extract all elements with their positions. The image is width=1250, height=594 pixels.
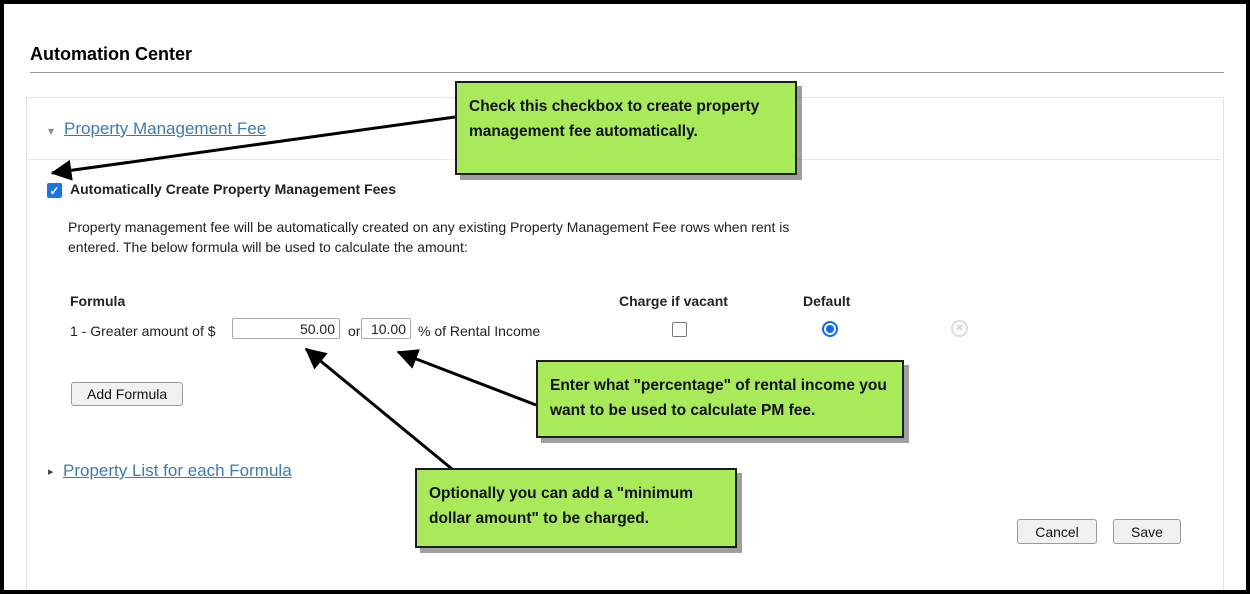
auto-create-checkbox[interactable]: ✓	[47, 183, 62, 198]
title-divider	[30, 72, 1224, 73]
default-column-header: Default	[803, 293, 851, 309]
save-button[interactable]: Save	[1113, 519, 1181, 544]
property-list-section-link[interactable]: Property List for each Formula	[63, 461, 292, 480]
expand-triangle-icon[interactable]: ▸	[48, 466, 54, 478]
formula-row-suffix: % of Rental Income	[418, 323, 541, 339]
formula-column-header: Formula	[70, 293, 126, 309]
collapse-triangle-icon[interactable]: ▾	[48, 124, 55, 138]
charge-if-vacant-column-header: Charge if vacant	[619, 293, 728, 309]
percent-input[interactable]	[361, 318, 411, 339]
callout-percentage: Enter what "percentage" of rental income…	[536, 360, 904, 438]
pm-fee-section-link[interactable]: Property Management Fee	[64, 119, 267, 138]
auto-create-checkbox-label: Automatically Create Property Management…	[70, 181, 396, 197]
checkmark-icon: ✓	[49, 183, 60, 198]
formula-row-conjunction: or	[348, 323, 361, 339]
add-formula-button[interactable]: Add Formula	[71, 382, 184, 406]
callout-minimum-dollar: Optionally you can add a "minimum dollar…	[415, 468, 737, 548]
default-radio[interactable]	[822, 321, 838, 337]
radio-dot	[826, 325, 834, 333]
remove-formula-button[interactable]: ✕	[951, 320, 968, 337]
formula-row-prefix: 1 - Greater amount of $	[70, 323, 216, 339]
cancel-button[interactable]: Cancel	[1017, 519, 1097, 544]
charge-if-vacant-checkbox[interactable]: ✓	[672, 322, 687, 337]
minimum-amount-input[interactable]	[232, 318, 340, 339]
page-title: Automation Center	[30, 44, 192, 64]
circle-x-icon: ✕	[955, 323, 964, 334]
callout-auto-create: Check this checkbox to create property m…	[455, 81, 797, 175]
pm-fee-description: Property management fee will be automati…	[68, 219, 790, 255]
